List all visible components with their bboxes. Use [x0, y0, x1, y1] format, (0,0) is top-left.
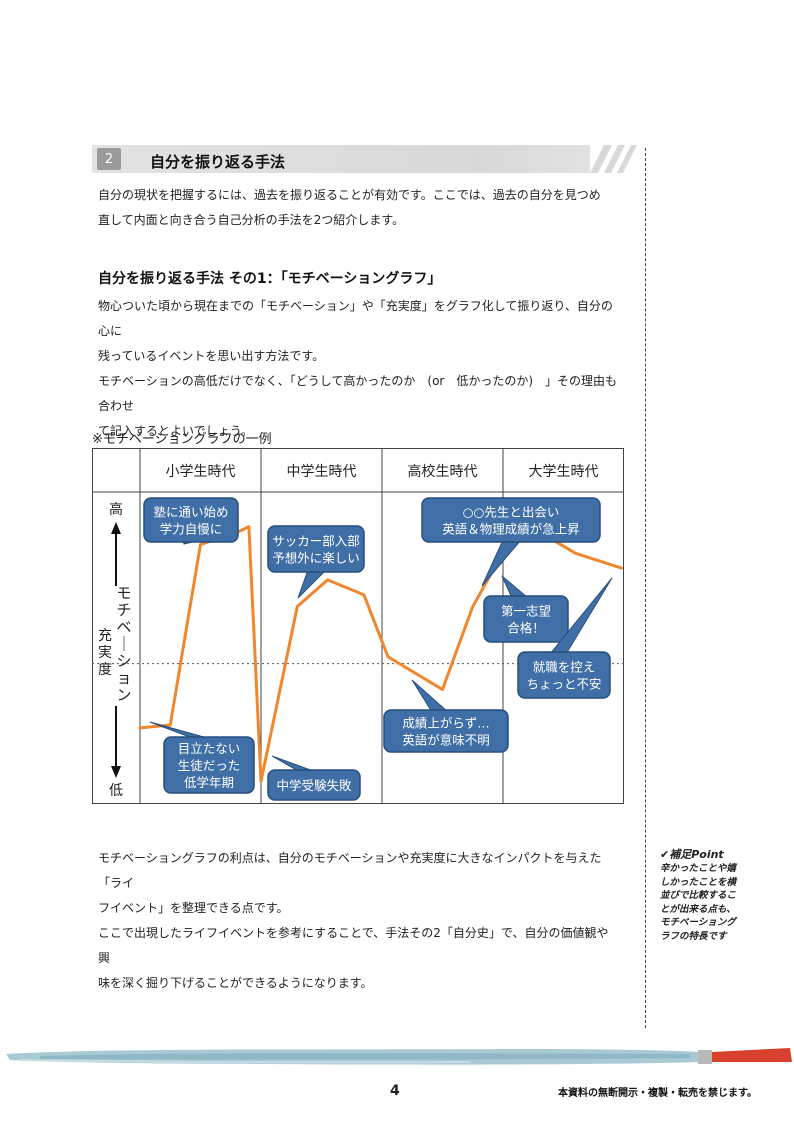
- callout-box: [517, 651, 611, 699]
- tip-line: モチベーショング: [660, 917, 736, 928]
- callout-box: [267, 769, 361, 801]
- graph-column-header: 高校生時代: [408, 463, 478, 480]
- intro-line: 自分の現状を把握するには、過去を振り返ることが有効です。ここでは、過去の自分を見…: [98, 188, 601, 202]
- callout-text: 目立たない: [178, 741, 241, 756]
- callout-box: [163, 736, 255, 794]
- method1-line: 残っているイベントを思い出す方法です。: [98, 349, 325, 363]
- callout-text: 生徒だった: [178, 758, 241, 773]
- method1-heading: 自分を振り返る手法 その1：「モチベーショングラフ」: [98, 271, 442, 287]
- side-column-divider: [645, 148, 646, 1028]
- summary-line: 味を深く掘り下げることができるようになります。: [98, 976, 373, 990]
- tip-line: ラフの特長です: [660, 930, 727, 942]
- copyright-notice: 本資料の無断開示・複製・転売を禁じます。: [558, 1088, 757, 1099]
- callout-box: [383, 709, 509, 753]
- callout-text: 塾に通い始め: [153, 505, 228, 520]
- callout-text: 成績上がらず…: [402, 716, 489, 731]
- section-title: 自分を振り返る手法: [150, 153, 286, 171]
- summary-line: フイベント」を整理できる点です。: [98, 901, 289, 915]
- callout-text: 中学受験失敗: [276, 778, 352, 793]
- y-axis-motivation-char: モ: [116, 584, 131, 602]
- callout-text: ○○先生と出会い: [463, 505, 560, 520]
- section-header-stripes: [590, 145, 650, 173]
- callout-box: [267, 525, 365, 573]
- callout-text: 予想外に楽しい: [272, 551, 360, 566]
- y-axis-fulfillment-char: 実: [98, 645, 112, 661]
- graph-column-header: 中学生時代: [287, 464, 357, 480]
- callout-box: [143, 497, 239, 543]
- tip-line: 並びで比較するこ: [660, 890, 737, 901]
- tip-line: 辛かったことや嬉: [660, 863, 737, 874]
- callout-text: 英語が意味不明: [402, 733, 490, 748]
- y-axis-fulfillment-char: 充: [98, 628, 112, 644]
- y-axis-motivation-char: ベ: [116, 618, 131, 636]
- callout-text: サッカー部入部: [272, 534, 360, 549]
- intro-paragraph: 自分の現状を把握するには、過去を振り返ることが有効です。ここでは、過去の自分を見…: [98, 183, 618, 233]
- y-axis-motivation-char: ョ: [116, 669, 131, 687]
- y-axis-motivation-char: シ: [116, 652, 131, 670]
- paintbrush-stroke-decoration: [6, 1048, 792, 1065]
- summary-line: ここで出現したライフイベントを参考にすることで、手法その2「自分史」で、自分の価…: [98, 926, 609, 965]
- y-axis-fulfillment-char: 度: [98, 662, 112, 678]
- intro-line: 直して内面と向き合う自己分析の手法を2つ紹介します。: [98, 213, 405, 227]
- arrow-up-icon: [111, 522, 121, 534]
- callout-text: 学力自慢に: [160, 522, 223, 537]
- page-number: 4: [390, 1083, 400, 1099]
- graph-column-header: 大学生時代: [529, 464, 599, 480]
- y-axis-motivation-char: ン: [116, 686, 131, 704]
- section-number: 2: [97, 148, 121, 170]
- callout-text: ちょっと不安: [526, 677, 601, 692]
- callout-box: [421, 497, 601, 543]
- brush-ferrule-icon: [698, 1050, 712, 1064]
- y-axis-high-label: 高: [109, 501, 123, 518]
- callout-text: 英語＆物理成績が急上昇: [442, 522, 580, 537]
- callout-text: 就職を控え: [533, 660, 596, 675]
- method1-line: 物心ついた頃から現在までの「モチベーション」や「充実度」をグラフ化して振り返り、…: [98, 299, 613, 338]
- summary-line: モチベーショングラフの利点は、自分のモチベーションや充実度に大きなインパクトを与…: [98, 851, 602, 890]
- tip-line: しかったことを横: [660, 876, 737, 888]
- y-axis-motivation-char: チ: [116, 601, 131, 619]
- method1-paragraph: 物心ついた頃から現在までの「モチベーション」や「充実度」をグラフ化して振り返り、…: [98, 294, 618, 444]
- callout-text: 第一志望: [501, 604, 551, 619]
- arrow-down-icon: [111, 766, 121, 778]
- section-header-band: [92, 145, 648, 173]
- y-axis-low-label: 低: [109, 783, 123, 799]
- summary-paragraph: モチベーショングラフの利点は、自分のモチベーションや充実度に大きなインパクトを与…: [98, 846, 618, 996]
- brush-handle-icon: [712, 1048, 792, 1062]
- example-caption: ※モチベーショングラフの一例: [92, 432, 272, 447]
- method1-line: モチベーションの高低だけでなく、「どうして高かったのか (or 低かったのか) …: [98, 374, 618, 413]
- callout-box: [483, 595, 569, 643]
- callout-text: 合格！: [507, 621, 545, 636]
- y-axis-motivation-char: ｜: [116, 635, 131, 653]
- tip-line: とが出来る点も、: [660, 903, 736, 915]
- method1-line: て記入するとよいでしょう。: [98, 424, 253, 438]
- tip-body: 辛かったことや嬉 しかったことを横 並びで比較するこ とが出来る点も、 モチベー…: [660, 862, 760, 943]
- graph-column-header: 小学生時代: [166, 464, 236, 480]
- callout-text: 低学年期: [184, 775, 234, 790]
- tip-heading: ✔補足Point: [660, 848, 724, 861]
